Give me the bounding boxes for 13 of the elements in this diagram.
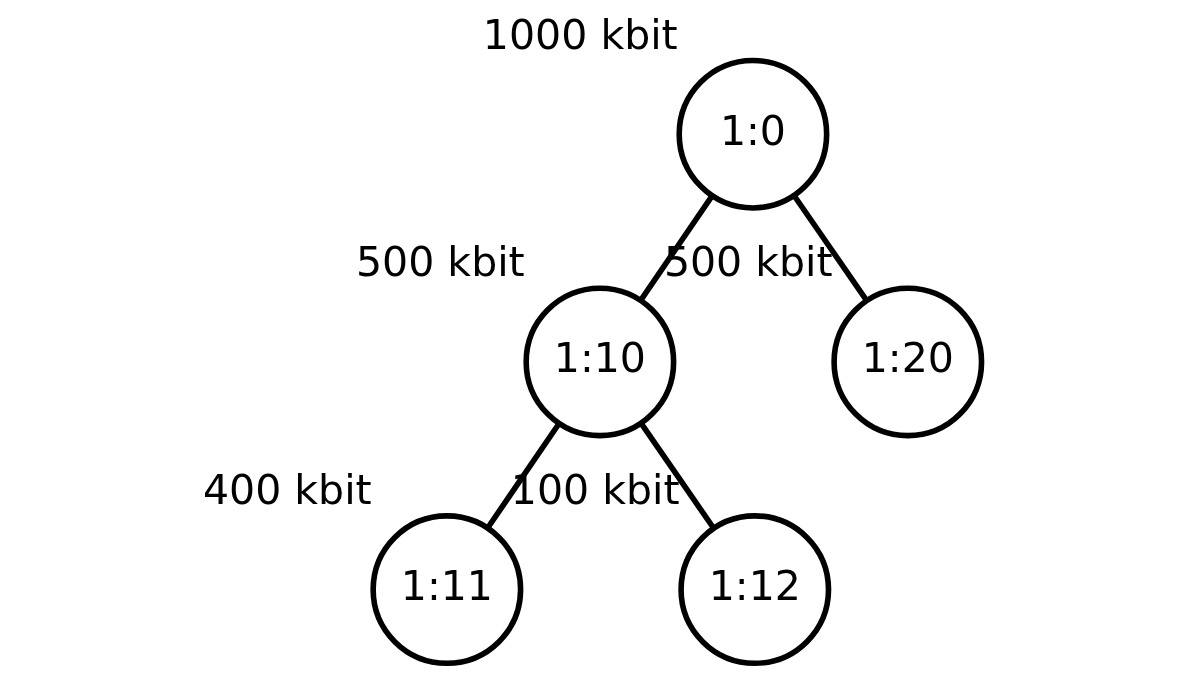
node-circle: 1:20: [830, 285, 984, 439]
connector: [485, 422, 561, 530]
node-label: 500 kbit: [355, 238, 525, 287]
node-circle: 1:0: [675, 57, 829, 211]
node-circle: 1:10: [522, 285, 676, 439]
node-circle: 1:12: [677, 513, 831, 667]
connector: [791, 193, 869, 302]
node-label: 1000 kbit: [482, 10, 678, 59]
node-label: 400 kbit: [202, 465, 372, 514]
connector: [638, 421, 716, 530]
connector: [638, 194, 714, 302]
node-circle: 1:11: [369, 513, 523, 667]
node-label: 100 kbit: [510, 465, 680, 514]
